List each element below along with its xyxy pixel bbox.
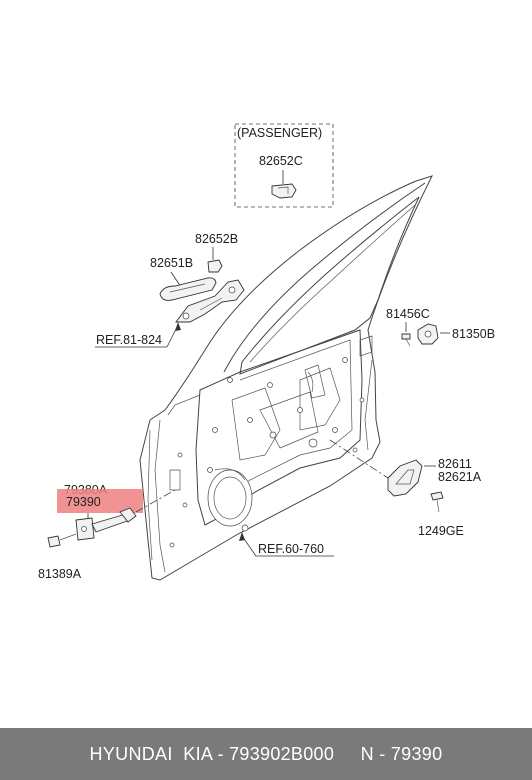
- label-ref81: REF.81-824: [96, 333, 162, 347]
- label-81389A: 81389A: [38, 567, 82, 581]
- leader-ref60: [241, 535, 334, 557]
- part-81389A-bolt: [47, 533, 77, 548]
- dashline-checker: [135, 489, 176, 513]
- part-82651B-handle: [159, 277, 217, 301]
- label-82651B: 82651B: [150, 256, 193, 270]
- door-frame: [139, 175, 433, 581]
- footer-bar: HYUNDAI KIA - 793902B000 N - 79390: [0, 728, 532, 780]
- label-82652C: 82652C: [259, 154, 303, 168]
- part-79390-checker: [75, 507, 137, 541]
- label-82621A: 82621A: [438, 470, 482, 484]
- passenger-box: [234, 123, 334, 208]
- handle-bracket: [175, 279, 245, 323]
- label-79390: 79390: [66, 495, 101, 509]
- passenger-label: (PASSENGER): [237, 126, 322, 140]
- door-parts-diagram: (PASSENGER) 82652C: [38, 123, 495, 581]
- inner-panel: [169, 329, 373, 548]
- label-1249GE: 1249GE: [418, 524, 464, 538]
- part-82611-inside-handle: [387, 459, 423, 497]
- label-81456C: 81456C: [386, 307, 430, 321]
- part-1249GE-screw: [430, 491, 444, 513]
- dashline-inside-handle: [329, 439, 389, 479]
- label-82611: 82611: [438, 457, 472, 471]
- footer-part-number: HYUNDAI KIA - 793902B000 N - 79390: [89, 743, 443, 764]
- part-82652B-cover: [207, 259, 223, 273]
- part-81456C-bolt: [401, 333, 411, 347]
- arrow-ref81: [175, 322, 181, 331]
- label-82652B: 82652B: [195, 232, 238, 246]
- part-81350B-striker: [417, 323, 439, 345]
- part-82652C-bracket: [271, 183, 297, 199]
- label-ref60: REF.60-760: [258, 542, 324, 556]
- label-81350B: 81350B: [452, 327, 495, 341]
